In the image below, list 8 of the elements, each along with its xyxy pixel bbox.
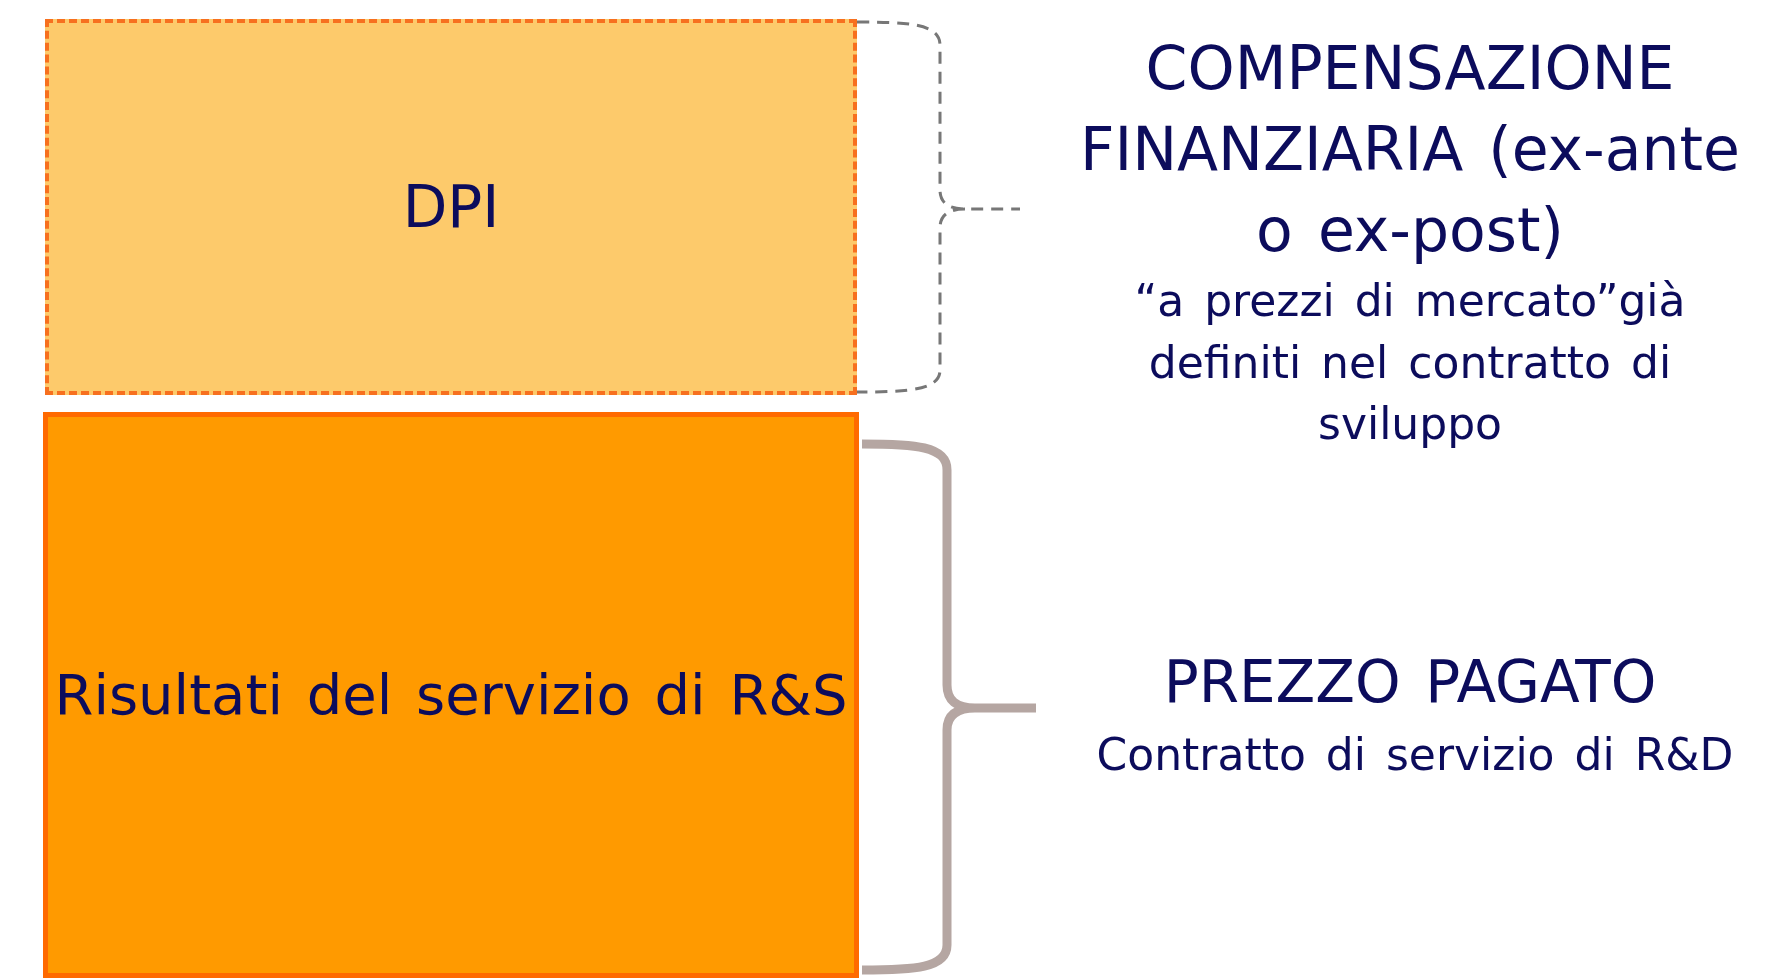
note-text: COMPENSAZIONE FINANZIARIA (ex-ante o ex-post)	[1079, 32, 1741, 267]
text-box	[45, 19, 857, 395]
box-label: DPI	[402, 171, 500, 243]
note-text: “a prezzi di mercato”già definiti nel contratto di sviluppo	[1133, 274, 1687, 452]
text-box	[43, 412, 859, 978]
note-text: Contratto di servizio di R&D	[1095, 728, 1735, 782]
box-label: Risultati del servizio di R&S	[54, 661, 848, 729]
note-text: PREZZO PAGATO	[1162, 647, 1658, 718]
